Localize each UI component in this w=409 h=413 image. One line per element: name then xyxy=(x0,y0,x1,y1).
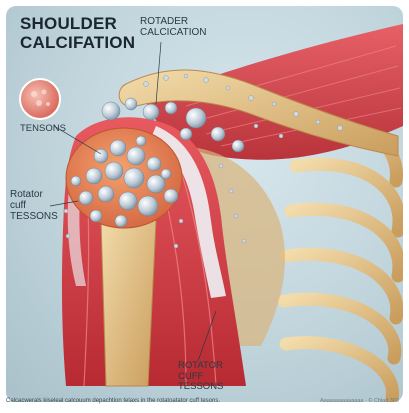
humerus-bone xyxy=(100,213,157,387)
label-bottom-line-2: CUFF xyxy=(178,370,204,382)
rib-cage xyxy=(277,117,403,402)
shoulder-anatomy-illustration xyxy=(19,24,403,402)
label-tendons: TENSONS xyxy=(20,123,66,134)
label-left-line-3: TESSONS xyxy=(10,211,58,222)
tendon-inset-detail xyxy=(31,89,50,106)
label-rotator-calcification: ROTADER CALCICATION xyxy=(140,16,207,38)
calcium-deposits-subacromial xyxy=(101,97,245,153)
label-top-line-1: ROTADER xyxy=(140,16,189,27)
clavicle-bone xyxy=(118,69,399,157)
title-line-2: CALCIFATION xyxy=(20,33,136,52)
label-rotator-cuff-left: Rotator cuff TESSONS xyxy=(10,189,58,222)
calcium-specks xyxy=(63,73,343,249)
illustration-credit: Aaaaaaaaaaaaaa · © Chlad 360 xyxy=(320,398,399,404)
illustration-frame: SHOULDER CALCIFATION ROTADER CALCICATION… xyxy=(6,6,403,402)
tendon-inset-icon xyxy=(19,78,61,120)
illustration-caption: Calcacwerals kiseleal calcouum depachtio… xyxy=(6,398,221,404)
illustration-title: SHOULDER CALCIFATION xyxy=(20,14,135,52)
label-left-line-1: Rotator xyxy=(10,189,43,200)
calcium-deposits-head xyxy=(70,135,179,228)
label-rotator-cuff-bottom: ROTATOR CUFF TESSONS xyxy=(178,360,224,393)
label-bottom-line-3: TESSONS xyxy=(178,381,224,392)
label-top-line-2: CALCICATION xyxy=(140,27,207,38)
title-line-1: SHOULDER xyxy=(20,14,117,33)
label-bottom-line-1: ROTATOR xyxy=(178,360,223,371)
leader-lines xyxy=(49,41,217,362)
label-left-line-2: cuff xyxy=(10,200,26,211)
